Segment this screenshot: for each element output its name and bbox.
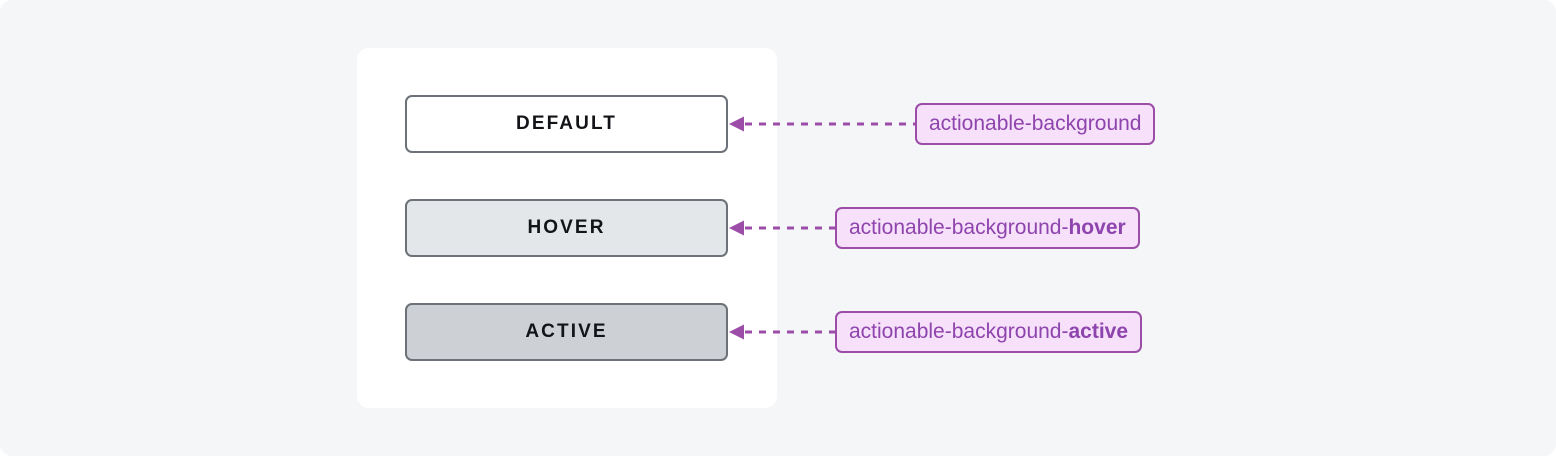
button-default-label: DEFAULT: [516, 113, 617, 134]
button-default[interactable]: DEFAULT: [405, 95, 728, 153]
token-label-default: actionable-background: [915, 103, 1156, 145]
token-active-suffix: active: [1068, 320, 1129, 343]
arrowhead-icon: [729, 116, 744, 132]
button-active-label: ACTIVE: [525, 321, 608, 342]
token-label-active: actionable-background-active: [835, 311, 1143, 353]
state-row-hover: HOVER actionable-background-hover: [0, 199, 1556, 257]
state-row-active: ACTIVE actionable-background-active: [0, 303, 1556, 361]
arrowhead-icon: [729, 220, 744, 236]
button-hover[interactable]: HOVER: [405, 199, 728, 257]
token-hover-suffix: hover: [1068, 216, 1126, 239]
token-active-prefix: actionable-background-: [849, 320, 1069, 343]
token-hover-prefix: actionable-background-: [849, 216, 1069, 239]
token-default-prefix: actionable-background: [929, 112, 1142, 135]
connector-active: [729, 321, 837, 343]
connector-hover: [729, 217, 837, 239]
arrowhead-icon: [729, 324, 744, 340]
button-active[interactable]: ACTIVE: [405, 303, 728, 361]
state-row-default: DEFAULT actionable-background: [0, 95, 1556, 153]
connector-default: [729, 113, 917, 135]
token-label-hover: actionable-background-hover: [835, 207, 1140, 249]
button-hover-label: HOVER: [527, 217, 606, 238]
